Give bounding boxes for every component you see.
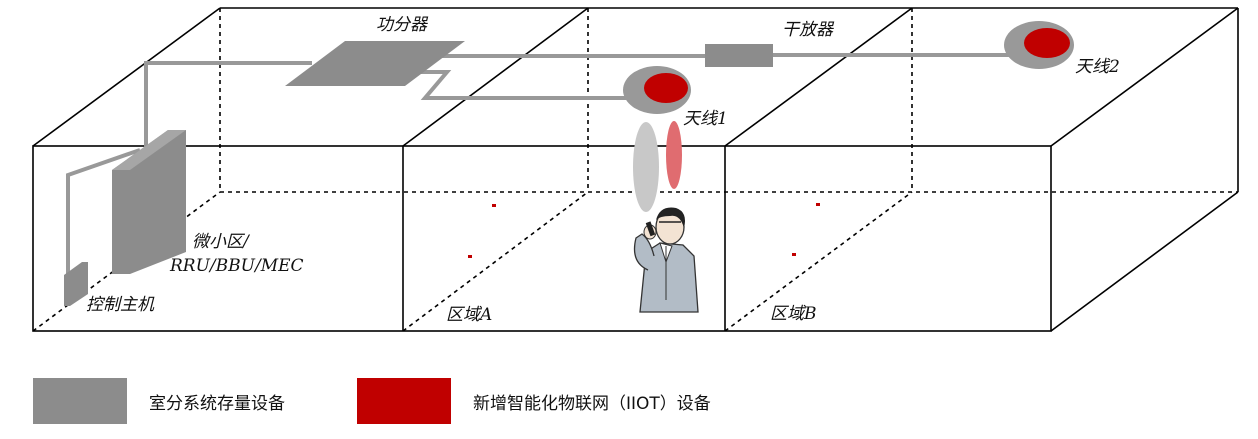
zone-b-label: 区域B xyxy=(770,304,817,324)
legend-swatch-red xyxy=(357,378,451,424)
right-bottom-edge xyxy=(1050,191,1239,332)
cable-main xyxy=(144,61,312,162)
small-cell-label-line1: 微小区/ xyxy=(192,232,251,252)
sensor-dot xyxy=(792,253,796,256)
antenna1-label: 天线1 xyxy=(683,109,728,129)
diagonal-edge-2 xyxy=(402,7,589,147)
hidden-floor-1 xyxy=(32,191,221,332)
antenna2-iiot-module xyxy=(1024,28,1070,58)
antenna1-iiot-module xyxy=(644,73,688,103)
antenna1-gray-beam xyxy=(633,122,659,212)
zone-a-label: 区域A xyxy=(446,305,492,325)
dry-amplifier-label: 干放器 xyxy=(782,20,835,40)
front-face xyxy=(32,145,1052,332)
power-divider-device xyxy=(285,41,465,86)
legend-swatch-gray xyxy=(33,378,127,424)
small-cell-label-line2: RRU/BBU/MEC xyxy=(169,256,304,276)
sensor-dot xyxy=(492,204,496,207)
feeder-cables xyxy=(66,53,1010,300)
antenna1-red-beam xyxy=(666,121,682,189)
person-on-phone xyxy=(633,207,699,313)
hidden-floor-3 xyxy=(724,191,913,332)
sensor-dot xyxy=(468,255,472,258)
hidden-floor-2 xyxy=(402,191,589,332)
control-host-device xyxy=(64,262,88,306)
power-divider-label: 功分器 xyxy=(376,15,429,35)
control-host-label: 控制主机 xyxy=(86,295,155,315)
indoor-distribution-diagram: 功分器 干放器 天线1 天线2 微小区/ RRU/BBU/MEC 控制主机 区域… xyxy=(32,7,1239,332)
legend-label-existing: 室分系统存量设备 xyxy=(149,393,285,414)
legend-new: 新增智能化物联网（IIOT）设备 xyxy=(357,378,711,424)
diagonal-edge-4 xyxy=(1050,7,1239,147)
diagonal-edge-1 xyxy=(32,7,221,147)
cable-host xyxy=(66,148,141,300)
legend-existing: 室分系统存量设备 xyxy=(33,378,285,424)
cable-to-antenna1 xyxy=(410,70,628,100)
dry-amplifier-device xyxy=(705,44,773,67)
legend-label-new: 新增智能化物联网（IIOT）设备 xyxy=(473,393,711,414)
antenna2-label: 天线2 xyxy=(1075,57,1120,77)
diagonal-edge-3 xyxy=(724,7,913,147)
sensor-dot xyxy=(816,203,820,206)
